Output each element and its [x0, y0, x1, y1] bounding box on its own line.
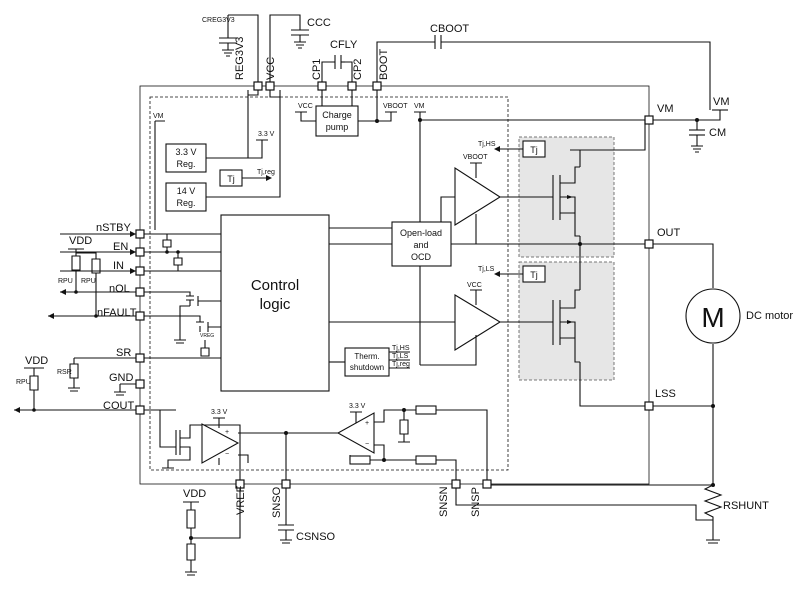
vdd-bottom-label: VDD: [183, 488, 206, 500]
therm-out-ls: Tj,LS: [392, 353, 409, 360]
reg-3v3-label-1: 3.3 V: [175, 147, 196, 157]
open-load-label-1: Open-load: [400, 228, 442, 238]
high-side-driver: [454, 166, 502, 226]
vdd-top-label: VDD: [69, 235, 92, 247]
pin-cp2: CP2: [352, 59, 364, 80]
v33-rail-label: 3.3 V: [258, 131, 275, 138]
pin-snso: SNSO: [271, 486, 283, 518]
therm-label-2: shutdown: [350, 363, 384, 372]
therm-label-1: Therm.: [354, 352, 379, 361]
pin-out-box: [644, 239, 654, 249]
vcc-ls-label: VCC: [467, 282, 482, 289]
amp2-minus: −: [365, 441, 369, 448]
tj-reg-signal-label: Tj,reg: [257, 169, 275, 176]
csnso-label: CSNSO: [296, 531, 336, 543]
pin-vm: VM: [657, 103, 674, 115]
motor-label: DC motor: [746, 310, 793, 322]
reg-14v-label-1: 14 V: [177, 186, 196, 196]
pin-cout: COUT: [103, 400, 134, 412]
pin-vm-box: [644, 115, 654, 125]
pin-reg3v3: REG3V3: [234, 37, 246, 80]
control-logic-block: [220, 214, 330, 392]
pin-gnd: GND: [109, 372, 134, 384]
vdd-sr-label: VDD: [25, 355, 48, 367]
pin-vref: VREF: [235, 485, 247, 515]
pin-nstby: nSTBY: [96, 222, 132, 234]
low-side-driver: [454, 294, 502, 351]
dc-motor: [685, 288, 741, 344]
pin-snsn: SNSN: [438, 486, 450, 517]
vboot-hs-label: VBOOT: [463, 154, 488, 161]
tj-reg-label: Tj: [227, 174, 235, 184]
amp1-supply: 3.3 V: [211, 409, 228, 416]
vm-internal-label: VM: [414, 103, 425, 110]
cm-label: CM: [709, 127, 726, 139]
vreg-small-label: VREG: [200, 333, 214, 339]
ccc-label: CCC: [307, 17, 331, 29]
rpu3-label: RPU: [16, 379, 31, 386]
motor-symbol: M: [701, 302, 724, 333]
tj-hs-signal: Tj,HS: [478, 141, 496, 148]
amp1-minus: −: [225, 451, 229, 458]
pin-nol: nOL: [109, 283, 130, 295]
therm-out-reg: Tj,reg: [392, 361, 410, 368]
control-logic-label-1: Control: [251, 277, 299, 294]
pin-lss-box: [644, 401, 654, 411]
charge-pump-label-1: Charge: [322, 110, 352, 120]
pin-snsp: SNSP: [470, 487, 482, 517]
reg-3v3-block: [165, 143, 207, 173]
pin-nfault: nFAULT: [97, 307, 137, 319]
vboot-internal-label: VBOOT: [383, 103, 408, 110]
creg-label: CREG3V3: [202, 17, 235, 24]
pin-vcc: VCC: [265, 57, 277, 80]
amp2-plus: +: [365, 420, 369, 427]
amp1-plus: +: [225, 429, 229, 436]
pin-lss: LSS: [655, 388, 676, 400]
amp2-supply: 3.3 V: [349, 403, 366, 410]
pin-out: OUT: [657, 227, 681, 239]
reg-14v-label-2: Reg.: [176, 198, 195, 208]
internal-boundary: [149, 96, 509, 471]
cboot-label: CBOOT: [430, 23, 469, 35]
tj-ls-box-label: Tj: [530, 270, 538, 280]
thermal-shutdown-block: [344, 347, 390, 377]
vm-left-label: VM: [153, 113, 164, 120]
vm-supply-label: VM: [713, 96, 730, 108]
pin-boot: BOOT: [378, 49, 390, 80]
vcc-internal-label: VCC: [298, 103, 313, 110]
tj-hs-box-label: Tj: [530, 145, 538, 155]
rpu2-label: RPU: [81, 278, 96, 285]
charge-pump-block: [315, 105, 359, 137]
open-load-ocd-block: [391, 221, 452, 267]
cfly-label: CFLY: [330, 39, 358, 51]
open-load-label-2: and: [413, 240, 428, 250]
rshunt-label: RSHUNT: [723, 500, 769, 512]
control-logic-label-2: logic: [260, 296, 291, 313]
pin-en: EN: [113, 241, 128, 253]
rpu1-label: RPU: [58, 278, 73, 285]
rsr-label: RSR: [57, 369, 72, 376]
therm-out-hs: Tj,HS: [392, 345, 410, 352]
pin-sr: SR: [116, 347, 131, 359]
open-load-label-3: OCD: [411, 252, 432, 262]
reg-3v3-label-2: Reg.: [176, 159, 195, 169]
pin-in: IN: [113, 260, 124, 272]
tj-ls-signal: Tj,LS: [478, 266, 495, 273]
vref-amplifier: [201, 423, 240, 464]
charge-pump-label-2: pump: [326, 122, 349, 132]
chip-outline: [139, 85, 650, 485]
pin-cp1: CP1: [311, 59, 323, 80]
